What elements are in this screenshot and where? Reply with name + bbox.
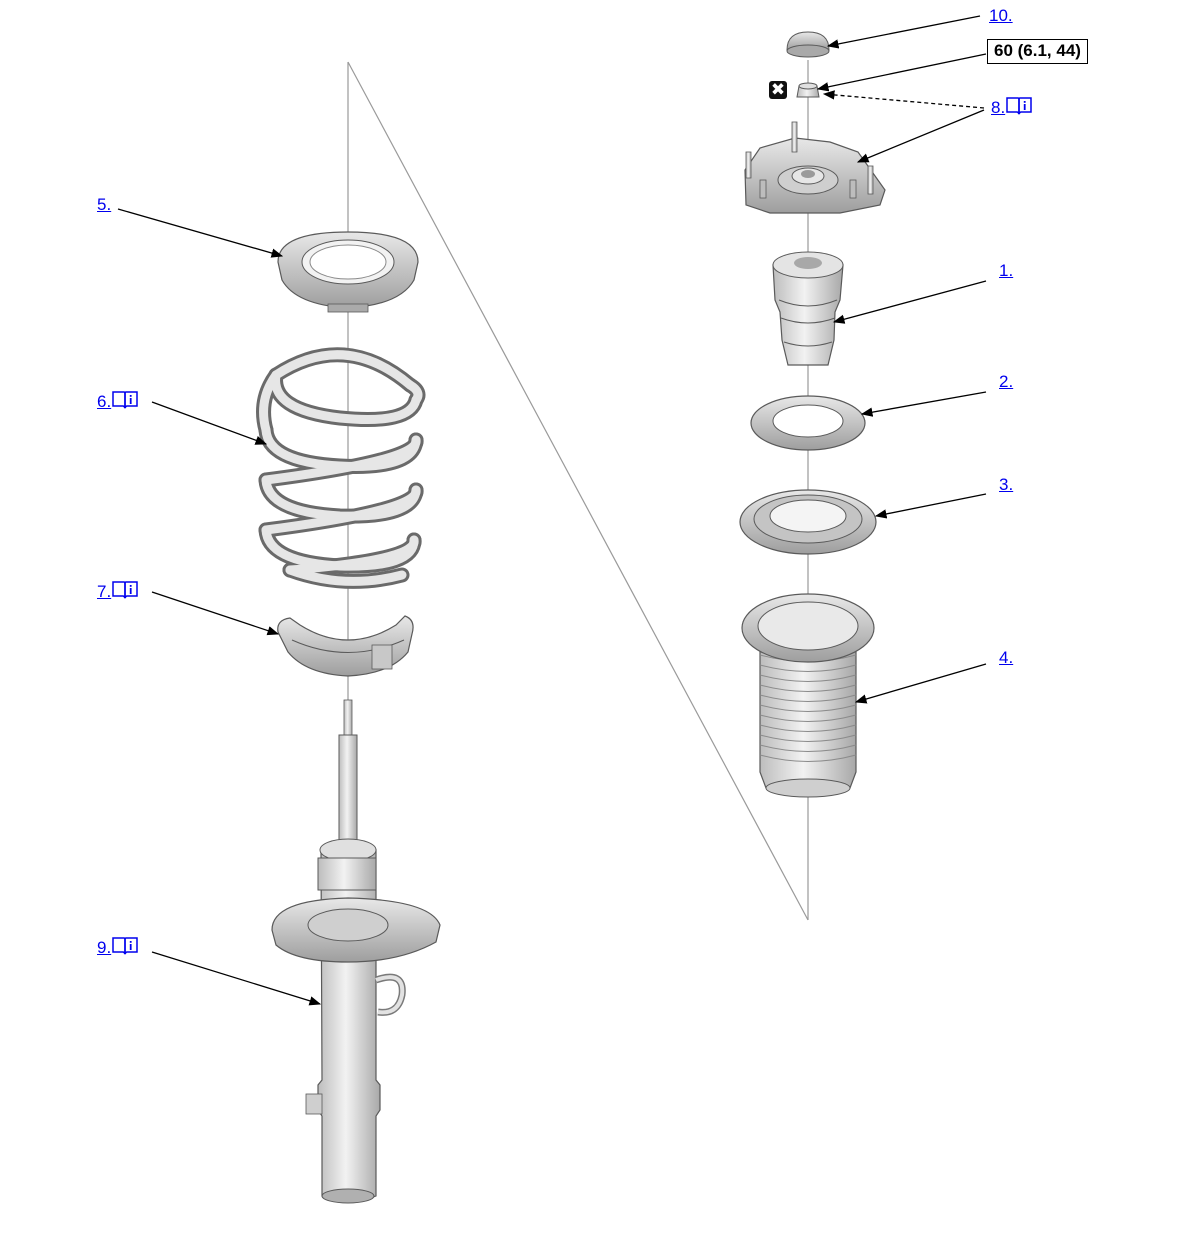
leader-1 — [832, 280, 987, 324]
explode-guide-line — [347, 61, 809, 921]
part-4-dust-boot — [741, 593, 875, 798]
part-3-bearing — [739, 489, 877, 555]
leader-9 — [151, 951, 322, 1006]
leader-10 — [826, 15, 981, 49]
part-7-lower-insulator — [277, 615, 414, 677]
book-info-icon — [112, 390, 138, 415]
callout-8[interactable]: 8. — [991, 96, 1032, 121]
part-2-washer — [750, 395, 866, 451]
part-9-strut — [271, 699, 441, 1204]
callout-label: 2. — [999, 372, 1014, 391]
callout-3[interactable]: 3. — [999, 475, 1013, 495]
leader-7 — [151, 591, 280, 636]
callout-10[interactable]: 10. — [989, 6, 1013, 26]
leader-3 — [874, 493, 987, 519]
book-info-icon — [1006, 96, 1032, 121]
callout-label: 3. — [999, 475, 1014, 494]
leader-torque — [816, 53, 987, 92]
leader-8-mount — [856, 109, 985, 163]
callout-label: 10. — [989, 6, 1013, 25]
callout-1[interactable]: 1. — [999, 261, 1013, 281]
callout-label: 8. — [991, 98, 1006, 117]
callout-9[interactable]: 9. — [97, 936, 138, 961]
callout-label: 5. — [97, 195, 112, 214]
part-6-coil-spring — [256, 347, 426, 589]
part-1-bump-stop — [772, 251, 844, 366]
part-5-insulator — [277, 231, 419, 313]
callout-label: 4. — [999, 648, 1014, 667]
callout-4[interactable]: 4. — [999, 648, 1013, 668]
leader-5 — [117, 208, 284, 258]
callout-label: 6. — [97, 392, 112, 411]
callout-label: 7. — [97, 582, 112, 601]
leader-8-nut — [822, 90, 985, 109]
discard-x-icon: ✖ — [769, 80, 787, 100]
leader-2 — [860, 391, 987, 417]
callout-2[interactable]: 2. — [999, 372, 1013, 392]
leader-lines — [117, 15, 987, 1006]
part-8-upper-mount — [744, 121, 886, 214]
book-info-icon — [112, 580, 138, 605]
callout-6[interactable]: 6. — [97, 390, 138, 415]
callout-7[interactable]: 7. — [97, 580, 138, 605]
callout-5[interactable]: 5. — [97, 195, 111, 215]
book-info-icon — [112, 936, 138, 961]
part-nut — [796, 82, 820, 98]
leader-4 — [854, 663, 987, 704]
part-10-cap — [786, 31, 830, 58]
torque-spec-box: 60 (6.1, 44) — [987, 39, 1088, 64]
callout-label: 1. — [999, 261, 1014, 280]
leader-6 — [151, 401, 268, 445]
callout-label: 9. — [97, 938, 112, 957]
